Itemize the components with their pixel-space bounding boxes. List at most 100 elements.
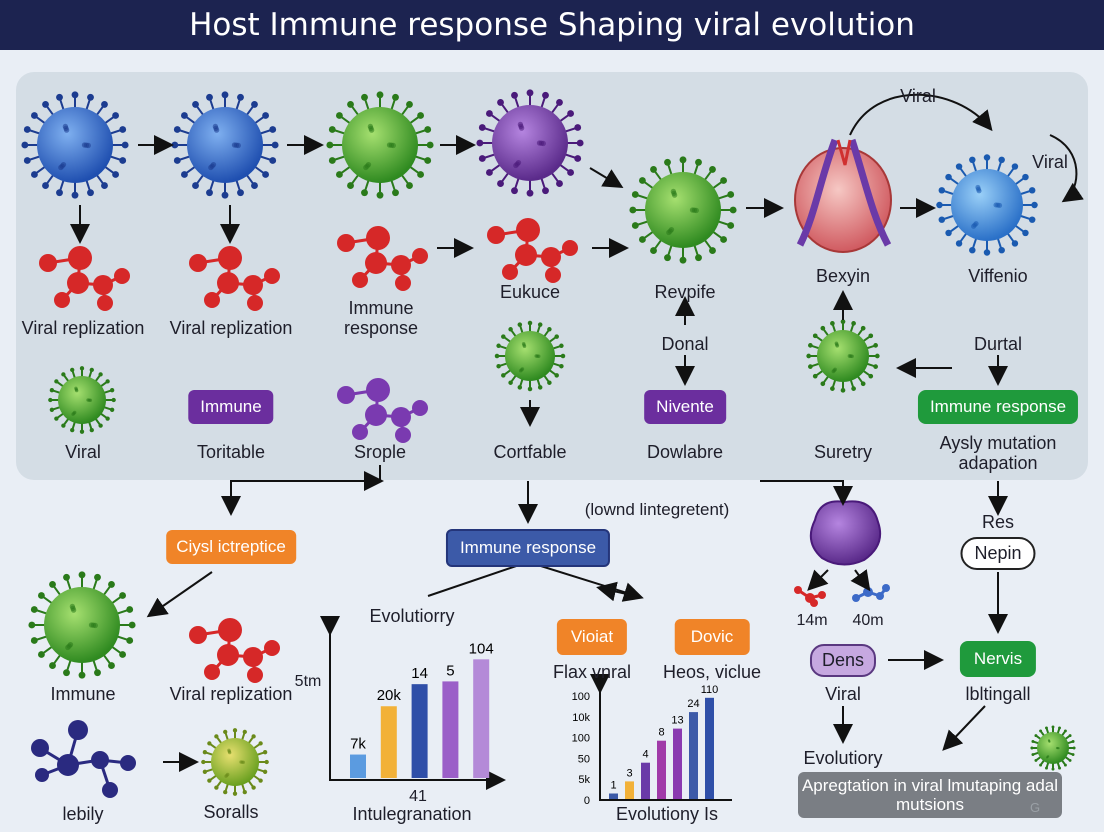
arrow-21 <box>146 571 213 618</box>
chart1-data-label: 104 <box>469 640 494 657</box>
virus-yellow <box>201 728 269 796</box>
chart1-side-label: 5tm <box>294 673 322 690</box>
label-viral-replization-1: Viral replization <box>21 318 145 338</box>
chart2-data-label: 8 <box>658 727 664 739</box>
molecule-tiny-red <box>794 586 826 607</box>
label-heos-viclue: Heos, viclue <box>662 662 762 682</box>
virus-green-tiny <box>1030 725 1076 771</box>
center-note: (lownd lintegretent) <box>584 500 730 519</box>
pill-immune-response-blue: Immune response <box>445 529 611 567</box>
pill-immune-response-green: Immune response <box>917 390 1079 424</box>
title-bar: Host Immune response Shaping viral evolu… <box>0 0 1104 50</box>
chart1-bar <box>473 659 490 778</box>
arrow-26 <box>850 569 871 592</box>
chart2-ytick: 10k <box>572 712 590 724</box>
label-evolutiory: Evolutiory <box>803 748 883 768</box>
chart2-data-label: 1 <box>610 780 616 792</box>
oval-nepin: Nepin <box>960 537 1036 570</box>
label-cortfable: Cortfable <box>493 442 567 462</box>
label-viffenio: Viffenio <box>968 266 1028 286</box>
arc-label-viral-2: Viral <box>1032 152 1068 172</box>
molecule-red-5 <box>189 618 280 683</box>
virus-blue-2 <box>171 91 279 199</box>
pill-nervis: Nervis <box>959 641 1037 677</box>
chart2-bar <box>689 712 698 799</box>
mol-label-40m: 40m <box>852 612 884 629</box>
chart2-bar <box>609 793 618 799</box>
label-viral-replization-3: Viral replization <box>169 684 293 704</box>
chart2-axes <box>590 674 732 801</box>
arrow-arc-2 <box>1049 134 1084 203</box>
label-flax-vnral: Flax vnral <box>552 662 632 682</box>
virus-lightblue <box>936 154 1038 256</box>
caption-box: Apregtation in viral lmutaping adal muts… <box>798 772 1062 818</box>
label-lebily: lebily <box>62 804 104 824</box>
label-bexyin: Bexyin <box>815 266 871 286</box>
label-donal: Donal <box>661 334 709 354</box>
label-eukuce: Eukuce <box>499 282 561 302</box>
chart2-ytick: 100 <box>572 691 590 703</box>
arc-label-viral-1: Viral <box>900 86 936 106</box>
mol-label-14m: 14m <box>796 612 828 629</box>
arrow-30 <box>942 705 986 751</box>
molecule-tiny-blue <box>852 584 890 602</box>
chart2-bar <box>657 740 666 799</box>
label-srople: Srople <box>353 442 407 462</box>
chart1-bar <box>380 706 397 778</box>
chart1-bar <box>442 681 459 778</box>
chart1-data-label: 5 <box>446 662 454 679</box>
virus-green-small-1 <box>48 366 116 434</box>
label-immune-response: Immune response <box>343 298 419 338</box>
virus-blue-1 <box>21 91 129 199</box>
chart1-data-label: 7k <box>350 736 366 753</box>
chart2-ytick: 0 <box>584 795 590 807</box>
watermark: G <box>1030 800 1041 815</box>
pill-nivente: Nivente <box>644 390 726 424</box>
molecule-red-3 <box>337 226 428 291</box>
chart2-data-label: 4 <box>642 749 648 761</box>
arrow-19 <box>760 480 853 506</box>
chart2-bar <box>673 728 682 799</box>
virus-green-small-2 <box>494 320 566 392</box>
molecule-red-4 <box>487 218 578 283</box>
label-mutation-adaptation: Aysly mutation adapation <box>939 433 1057 473</box>
chart1-data-label: 14 <box>411 665 428 682</box>
molecule-navy <box>31 720 136 798</box>
pill-immune: Immune <box>188 390 274 424</box>
arrow-4 <box>589 167 624 189</box>
arrow-arc-1 <box>849 93 993 136</box>
virus-green-2 <box>629 156 737 264</box>
chart1-data-label: 20k <box>377 687 402 704</box>
chart2-ytick: 5k <box>578 774 590 786</box>
host-cell-icon <box>794 138 892 253</box>
chart2-ytick: 100 <box>572 733 590 745</box>
chart2-bar <box>641 762 650 799</box>
arrow-25 <box>807 569 829 591</box>
label-viral-replization-2: Viral replization <box>169 318 293 338</box>
chart2-data-label: 110 <box>701 684 719 696</box>
arrow-23 <box>527 561 644 602</box>
chart2-data-label: 13 <box>671 715 683 727</box>
label-durtal: Durtal <box>973 334 1023 354</box>
label-viral-right: Viral <box>825 684 861 704</box>
chart1-x-top: 41 <box>409 788 427 805</box>
oval-dens: Dens <box>809 644 877 677</box>
molecule-purple <box>337 378 428 443</box>
label-viral: Viral <box>65 442 101 462</box>
label-ibltingall: lbltingall <box>965 684 1031 704</box>
chart2-bar <box>705 697 714 799</box>
chart2-data-label: 24 <box>687 698 699 710</box>
label-immune-bottom: Immune <box>50 684 116 704</box>
molecule-red-2 <box>189 246 280 311</box>
purple-blob-icon <box>809 500 882 566</box>
chart2-xlabel: Evolutiony Is <box>615 804 719 824</box>
chart2-ytick: 50 <box>578 753 590 765</box>
pill-dovic: Dovic <box>674 619 750 655</box>
arrow-22 <box>427 561 529 597</box>
virus-purple-1 <box>476 89 584 197</box>
label-res: Res <box>981 512 1015 532</box>
label-toritable: Toritable <box>196 442 266 462</box>
chart2-bar <box>625 781 634 799</box>
chart1-bar <box>411 684 428 778</box>
